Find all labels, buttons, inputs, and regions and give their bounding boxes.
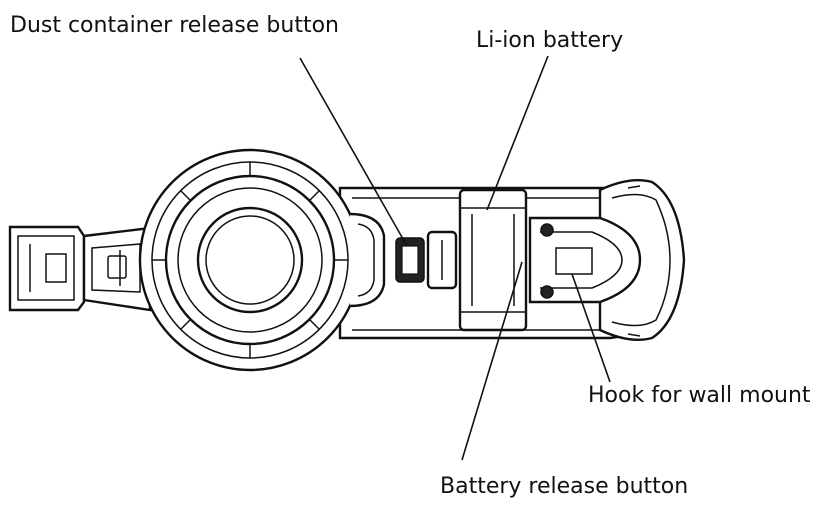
label-battery-release-button: Battery release button: [440, 474, 688, 499]
handle: [8, 225, 152, 312]
leader-lines: [299, 55, 611, 461]
dust-container: [138, 148, 386, 372]
li-ion-battery: [458, 188, 528, 332]
leader-hook: [571, 273, 611, 383]
hook-for-wall-mount: [528, 216, 642, 304]
label-li-ion-battery: Li-ion battery: [476, 28, 623, 53]
label-dust-container-release-button: Dust container release button: [10, 13, 339, 38]
label-hook-for-wall-mount: Hook for wall mount: [588, 383, 811, 408]
rear-cap: [598, 179, 686, 341]
leader-li-ion-battery: [486, 55, 549, 211]
dust-container-release-button: [395, 230, 458, 290]
leader-dust-container-release: [299, 57, 408, 247]
leader-battery-release: [461, 261, 523, 461]
